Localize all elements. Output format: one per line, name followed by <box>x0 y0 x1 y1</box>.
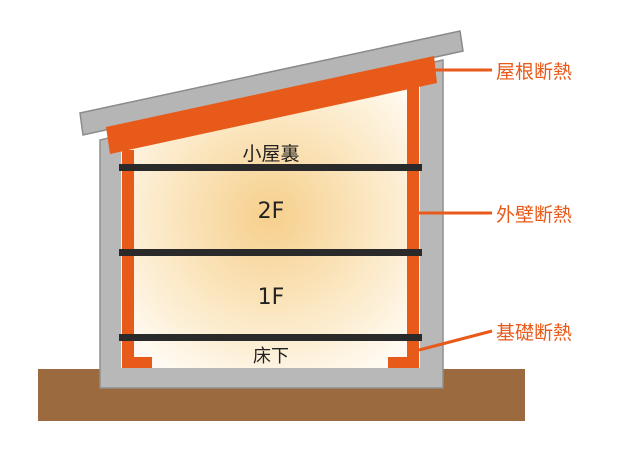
left-foundation-insulation <box>122 345 152 368</box>
attic-label: 小屋裏 <box>242 143 300 165</box>
right-wall-insulation <box>407 82 419 348</box>
wall-insulation-label: 外壁断熱 <box>496 204 573 226</box>
first-floor-beam <box>119 334 422 341</box>
house-interior <box>121 76 420 368</box>
foundation-insulation-label: 基礎断熱 <box>496 322 573 344</box>
roof-insulation-label: 屋根断熱 <box>496 61 573 83</box>
roof-insulation <box>106 56 437 154</box>
attic-floor-beam <box>119 164 422 171</box>
right-foundation-insulation <box>388 345 419 368</box>
foundation-callout-line <box>418 329 493 352</box>
first-floor-label: 1F <box>257 285 285 310</box>
roof-slab <box>79 30 464 136</box>
underfloor-label: 床下 <box>253 346 289 367</box>
second-floor-label: 2F <box>257 199 285 224</box>
second-floor-beam <box>119 249 422 256</box>
